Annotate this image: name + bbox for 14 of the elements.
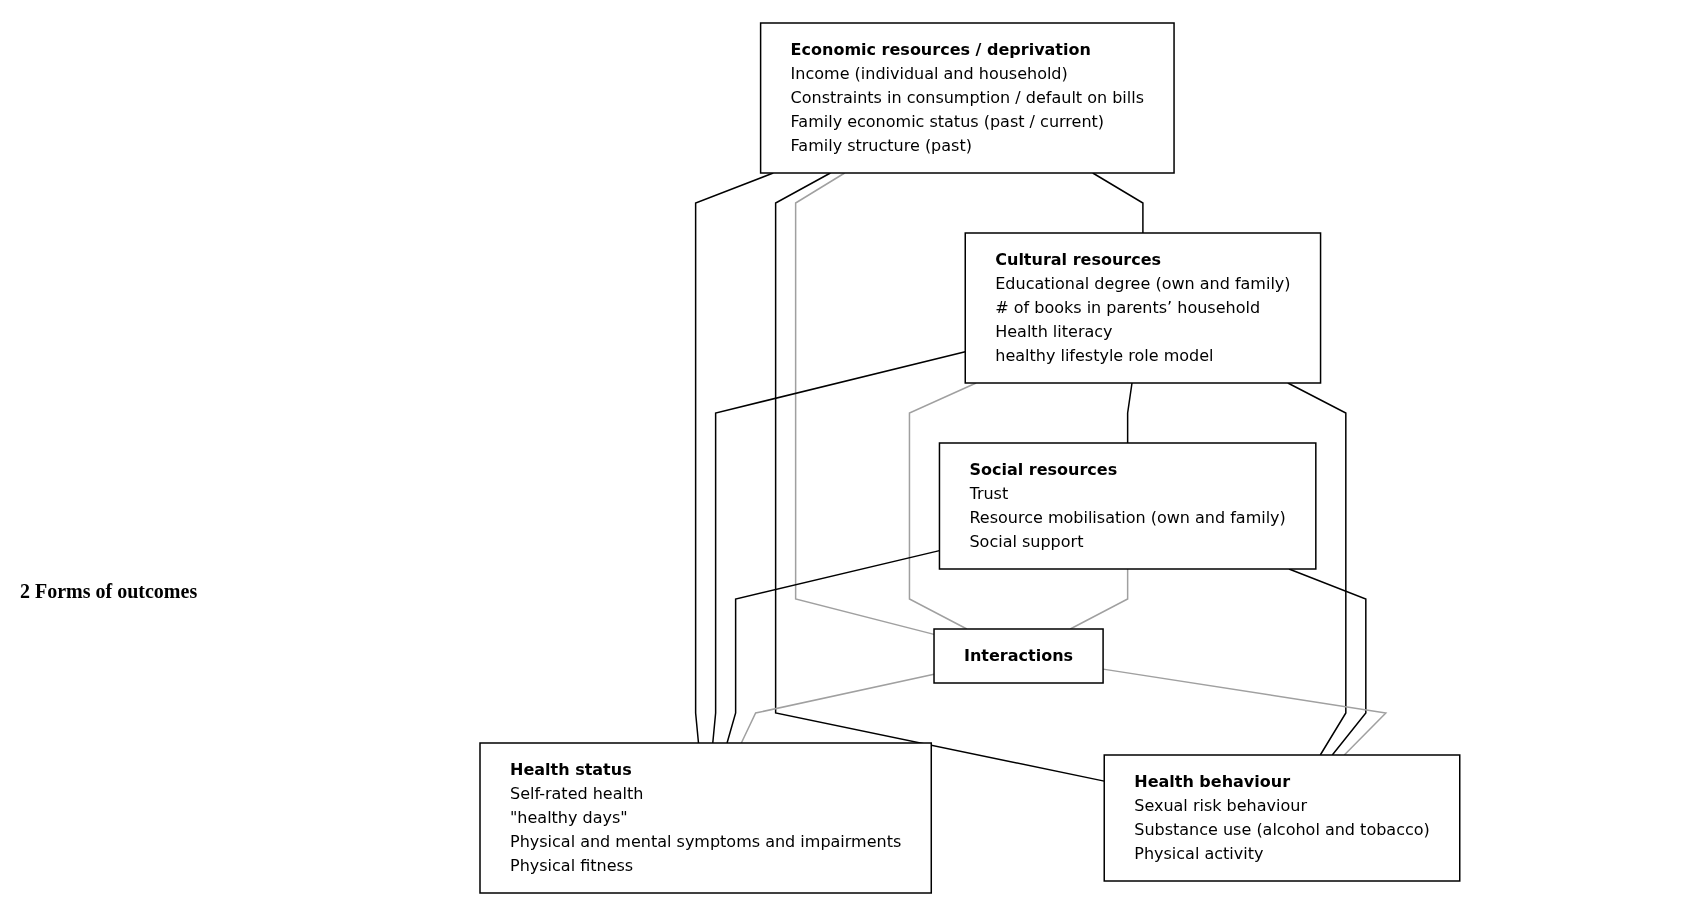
connector xyxy=(1092,172,1144,234)
node-box: Cultural resources Educational degree (own and family) # of books in parents’ household Health literacy healthy lifestyle role model xyxy=(964,232,1322,384)
connector xyxy=(775,172,1106,782)
connector xyxy=(1127,382,1133,444)
node-box: Health behaviour Sexual risk behaviour Substance use (alcohol and tobacco) Physical activity xyxy=(1103,754,1461,882)
connector xyxy=(1287,382,1347,756)
node-box: Economic resources / deprivation Income (individual and household) Constraints in consumption / default on bills Family economic status (past / current) Family structure (past) xyxy=(760,22,1175,174)
connector xyxy=(795,172,935,636)
connector xyxy=(1069,568,1129,630)
connector xyxy=(740,673,935,744)
node-box: Health status Self-rated health "healthy days" Physical and mental symptoms and impairments Physical fitness xyxy=(479,742,933,894)
node-box: Interactions xyxy=(933,628,1104,684)
node-box: Social resources Trust Resource mobilisation (own and family) Social support xyxy=(938,442,1317,570)
side-label: 2 Forms of outcomes xyxy=(20,580,198,603)
